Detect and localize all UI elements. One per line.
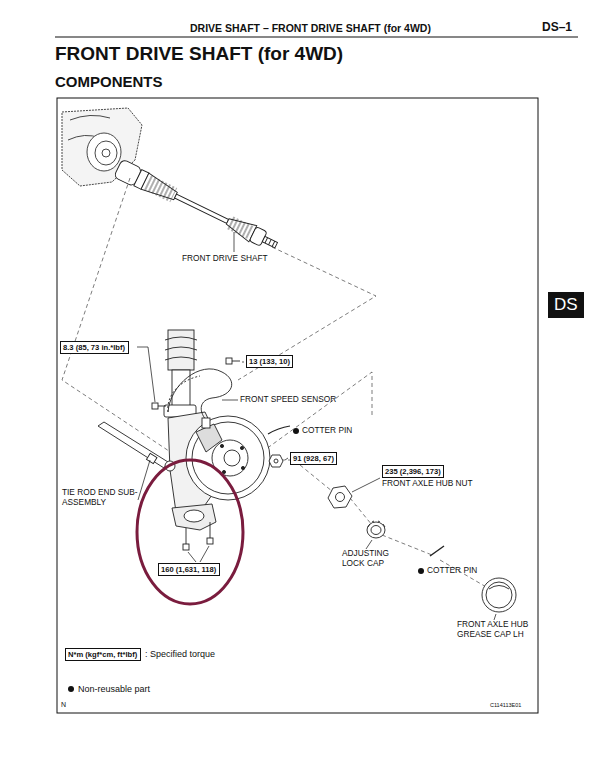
- highlight-circle: [137, 460, 243, 604]
- bolt: [183, 522, 213, 550]
- header-rule: [55, 36, 578, 37]
- part-name: FRONT AXLE HUB GREASE CAP LH: [457, 620, 537, 639]
- axle-hub-nut: [328, 486, 352, 508]
- nut: [269, 455, 283, 467]
- part-name: TIE ROD END SUB-ASSEMBLY: [62, 488, 140, 507]
- leader-line: [188, 552, 196, 562]
- bolt: [152, 358, 240, 409]
- transmission-housing: [62, 108, 142, 186]
- grease-cap: [482, 578, 516, 612]
- tab-text: DS: [554, 295, 578, 314]
- non-reusable-mark: [293, 428, 299, 434]
- figure-mark: N: [61, 701, 66, 709]
- section-heading: COMPONENTS: [55, 73, 163, 90]
- torque-text: N*m (kgf*cm, ft*lbf): [68, 650, 137, 659]
- part-name: FRONT AXLE HUB NUT: [382, 479, 473, 489]
- leader-line: [137, 347, 288, 500]
- part-name: ADJUSTING LOCK CAP: [342, 549, 400, 568]
- running-header: DRIVE SHAFT – FRONT DRIVE SHAFT (for 4WD…: [190, 22, 431, 34]
- torque-text: 160 (1,631, 118): [161, 565, 216, 574]
- leader-line: [366, 540, 372, 549]
- part-name: FRONT SPEED SENSOR: [240, 395, 336, 405]
- lower-ball-joint: [172, 504, 216, 530]
- torque-text: 235 (2,396, 173): [385, 467, 441, 476]
- torque-unit-legend: N*m (kgf*cm, ft*lbf): [65, 648, 141, 661]
- tie-rod-end: [98, 422, 175, 471]
- leader-line: [352, 478, 380, 492]
- torque-text: 8.3 (85, 73 in.*lbf): [63, 343, 125, 352]
- non-reusable-mark: [418, 568, 424, 574]
- page-title: FRONT DRIVE SHAFT (for 4WD): [55, 43, 343, 65]
- speed-sensor: [168, 369, 232, 428]
- torque-value: 91 (928, 67): [290, 452, 337, 465]
- brake-rotor: [186, 416, 270, 500]
- figure-frame: [57, 98, 538, 713]
- torque-value: 13 (133, 10): [246, 355, 293, 368]
- alignment-lines: [62, 178, 488, 588]
- torque-value: 235 (2,396, 173): [382, 465, 444, 478]
- part-name: FRONT DRIVE SHAFT: [182, 254, 268, 264]
- part-name: COTTER PIN: [302, 426, 352, 436]
- torque-text: 91 (928, 67): [293, 454, 334, 463]
- torque-value: 160 (1,631, 118): [158, 563, 220, 576]
- torque-text: 13 (133, 10): [249, 357, 290, 366]
- part-name: COTTER PIN: [427, 566, 477, 576]
- torque-value: 8.3 (85, 73 in.*lbf): [60, 341, 129, 354]
- legend-dot: [68, 686, 74, 692]
- cotter-pin: [268, 426, 290, 434]
- figure-code: C114113E01: [490, 702, 521, 708]
- legend-text: Non-reusable part: [78, 684, 150, 694]
- leader-line: [234, 232, 235, 252]
- cotter-pin: [430, 546, 444, 556]
- section-tab: DS: [548, 292, 584, 318]
- adjusting-lock-cap: [367, 521, 385, 538]
- page-number: DS–1: [542, 21, 572, 35]
- drive-shaft: [114, 159, 281, 254]
- legend-text: : Specified torque: [145, 649, 215, 659]
- leader-line: [200, 546, 209, 562]
